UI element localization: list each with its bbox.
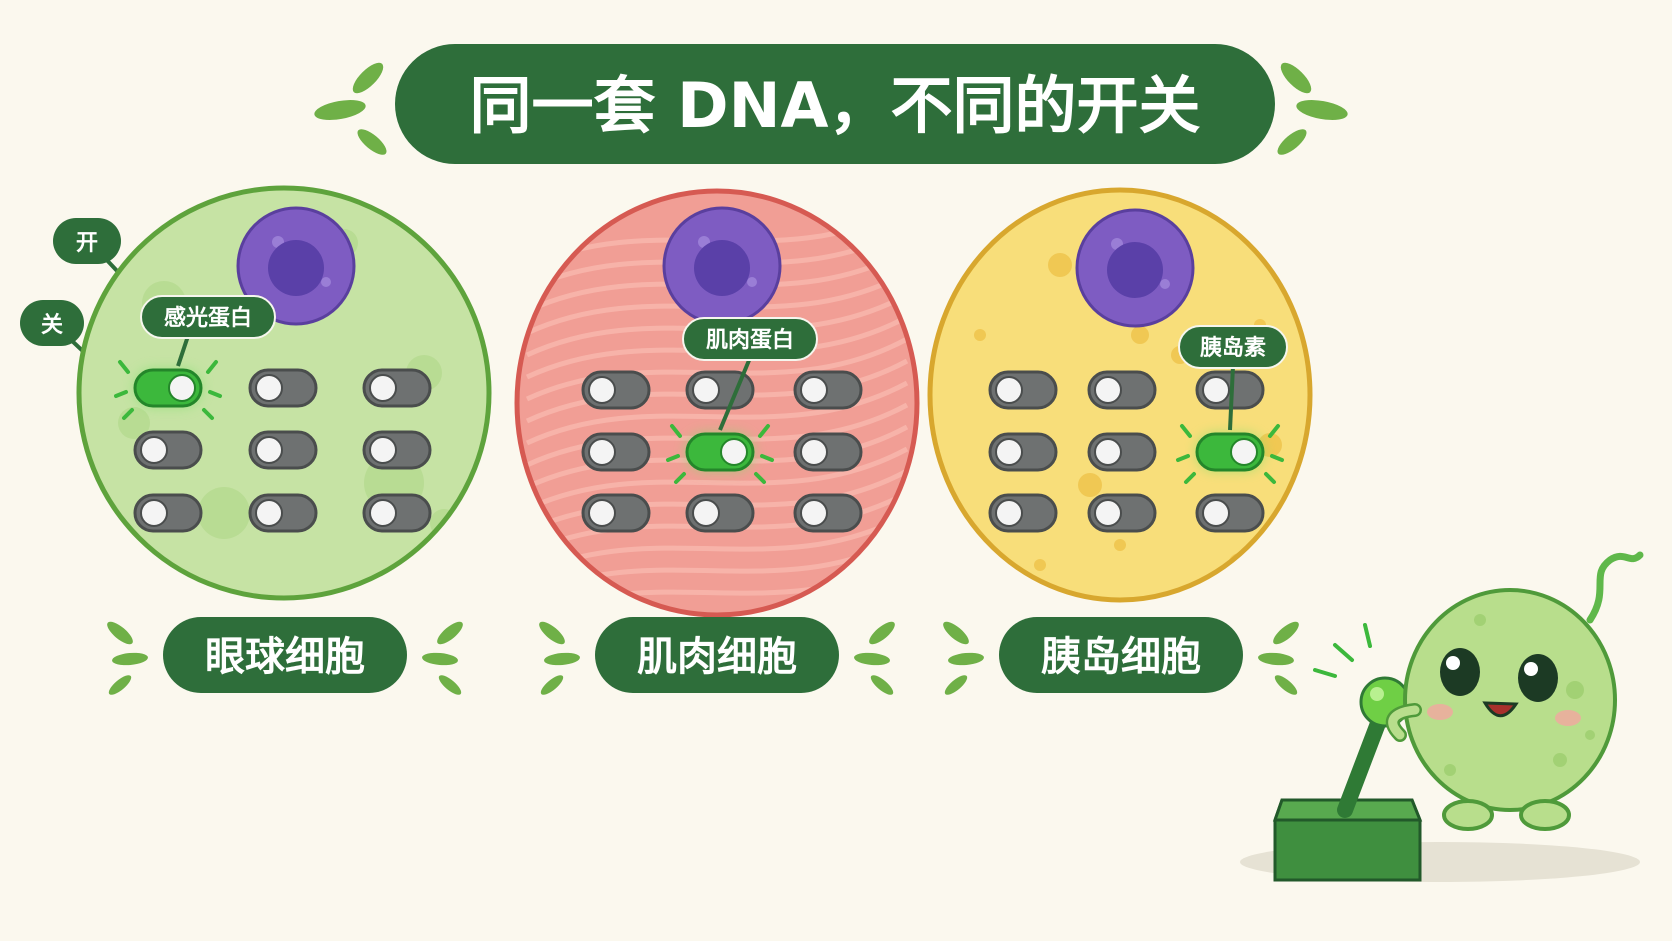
switch-off[interactable] bbox=[685, 493, 755, 533]
title-pill bbox=[395, 44, 1275, 164]
switch-off[interactable] bbox=[988, 493, 1058, 533]
cell-muscle: 肌肉蛋白 bbox=[514, 188, 920, 618]
leaf-icon bbox=[854, 621, 895, 695]
cell-mascot-icon bbox=[1240, 551, 1644, 882]
cell-name-badge: 眼球细胞 bbox=[107, 617, 463, 695]
switch-off[interactable] bbox=[248, 430, 318, 470]
switch-off[interactable] bbox=[248, 368, 318, 408]
legend-off-label: 关 bbox=[41, 313, 63, 338]
active-gene-tag: 肌肉蛋白 bbox=[682, 317, 818, 431]
nucleus-icon bbox=[236, 206, 356, 326]
leaf-icon-title-right bbox=[1277, 62, 1348, 155]
switch-on[interactable] bbox=[1176, 424, 1284, 484]
lever-box-icon bbox=[1272, 676, 1423, 882]
cell-membrane bbox=[927, 187, 1313, 603]
nucleus-icon bbox=[662, 206, 782, 326]
nucleus-icon bbox=[1075, 208, 1195, 328]
switch-off[interactable] bbox=[793, 493, 863, 533]
switch-off[interactable] bbox=[133, 493, 203, 533]
switch-off[interactable] bbox=[988, 432, 1058, 472]
active-gene-label: 感光蛋白 bbox=[164, 305, 252, 331]
switch-off[interactable] bbox=[581, 370, 651, 410]
switch-off[interactable] bbox=[248, 493, 318, 533]
switch-off[interactable] bbox=[362, 430, 432, 470]
switch-off[interactable] bbox=[793, 432, 863, 472]
title-banner: 同一套 DNA，不同的开关 bbox=[314, 44, 1348, 164]
cell-name-label: 肌肉细胞 bbox=[637, 634, 797, 680]
cell-pancreas: 胰岛素 bbox=[927, 187, 1313, 603]
active-gene-tag: 感光蛋白 bbox=[140, 295, 276, 367]
cell-name-badge: 肌肉细胞 bbox=[539, 617, 895, 695]
switch-off[interactable] bbox=[133, 430, 203, 470]
switch-on[interactable] bbox=[666, 424, 774, 484]
leaf-icon bbox=[422, 621, 463, 695]
cell-name-label: 眼球细胞 bbox=[205, 634, 365, 680]
cell-eye: 感光蛋白 bbox=[76, 185, 492, 601]
switch-off[interactable] bbox=[581, 432, 651, 472]
switch-off[interactable] bbox=[362, 493, 432, 533]
switch-off[interactable] bbox=[362, 368, 432, 408]
switch-on[interactable] bbox=[114, 360, 222, 420]
leaf-icon bbox=[107, 621, 148, 695]
page-title: 同一套 DNA，不同的开关 bbox=[470, 69, 1201, 142]
legend-on-label: 开 bbox=[76, 231, 98, 256]
leaf-icon bbox=[539, 621, 580, 695]
cell-name-label: 胰岛细胞 bbox=[1041, 634, 1201, 680]
switch-off[interactable] bbox=[685, 370, 755, 410]
switch-off[interactable] bbox=[793, 370, 863, 410]
leaf-icon bbox=[943, 621, 984, 695]
switch-off[interactable] bbox=[1087, 493, 1157, 533]
switch-off[interactable] bbox=[1087, 370, 1157, 410]
switch-off[interactable] bbox=[988, 370, 1058, 410]
active-gene-tag: 胰岛素 bbox=[1178, 325, 1288, 431]
active-gene-label: 肌肉蛋白 bbox=[706, 327, 794, 353]
leaf-icon bbox=[1258, 621, 1299, 695]
cell-membrane bbox=[514, 188, 920, 618]
switch-off[interactable] bbox=[1087, 432, 1157, 472]
switch-off[interactable] bbox=[1195, 493, 1265, 533]
cell-name-badge: 胰岛细胞 bbox=[943, 617, 1299, 695]
active-gene-label: 胰岛素 bbox=[1200, 335, 1266, 361]
leaf-icon-title-left bbox=[314, 62, 387, 155]
cell-membrane bbox=[76, 185, 492, 601]
switch-off[interactable] bbox=[581, 493, 651, 533]
